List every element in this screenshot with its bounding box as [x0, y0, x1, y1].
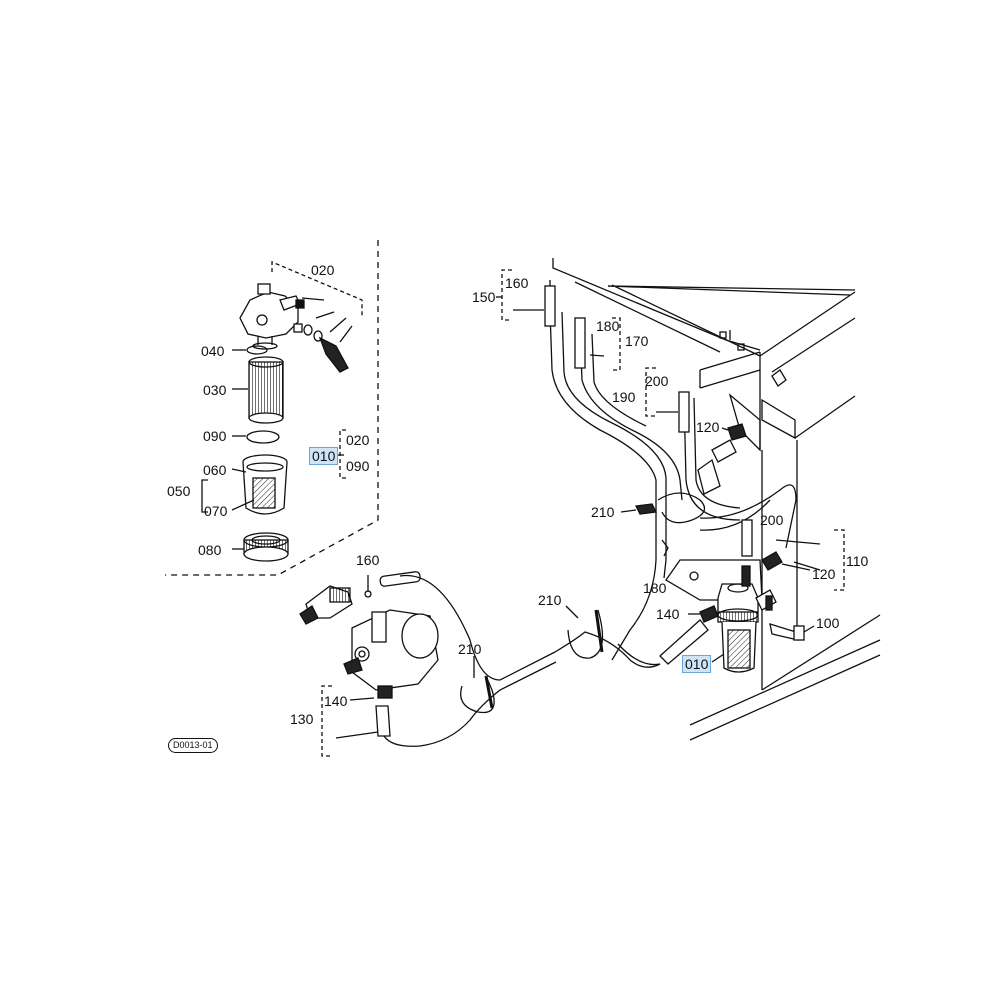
callout-100: 100 — [816, 615, 840, 631]
callout-010-inset-highlighted[interactable]: 010 — [309, 447, 339, 465]
callout-110: 110 — [846, 553, 869, 569]
callout-050: 050 — [167, 483, 191, 499]
filter-head-part — [239, 283, 305, 350]
callout-080: 080 — [198, 542, 222, 558]
callout-020-top: 020 — [311, 262, 335, 278]
callout-090-side: 090 — [346, 458, 370, 474]
callout-170: 170 — [625, 333, 649, 349]
pipe-part-170 — [574, 317, 586, 369]
callout-180-top: 180 — [596, 318, 620, 334]
callout-180-bottom: 180 — [643, 580, 667, 596]
filter-bowl-part — [242, 454, 288, 515]
callout-120-bottom: 120 — [812, 566, 836, 582]
callout-150: 150 — [472, 289, 496, 305]
callout-200-right: 200 — [760, 512, 784, 528]
callout-130: 130 — [290, 711, 314, 727]
callout-040: 040 — [201, 343, 225, 359]
callout-090: 090 — [203, 428, 227, 444]
callout-030: 030 — [203, 382, 227, 398]
callout-210-left: 210 — [458, 641, 482, 657]
pipe-part — [544, 285, 556, 327]
seal-ring-part — [246, 430, 280, 444]
fender-panel — [552, 258, 881, 741]
main-fuel-filter-part — [717, 565, 777, 673]
pipe-part-190 — [678, 391, 690, 433]
callout-140-right: 140 — [656, 606, 680, 622]
fuel-hose-lines — [549, 309, 797, 661]
callout-140-left: 140 — [324, 693, 348, 709]
callout-200-top: 200 — [645, 373, 669, 389]
callout-160-bottom: 160 — [356, 552, 380, 568]
diagram-reference-code: D0013-01 — [168, 738, 218, 753]
callout-120-top: 120 — [696, 419, 720, 435]
callout-160-top: 160 — [505, 275, 529, 291]
callout-020-side: 020 — [346, 432, 370, 448]
callout-070: 070 — [204, 503, 228, 519]
callout-210-middle: 210 — [538, 592, 562, 608]
fuel-pump-part — [299, 585, 439, 699]
callout-210-top: 210 — [591, 504, 615, 520]
filter-cartridge-part — [248, 356, 284, 424]
callout-010-main-highlighted[interactable]: 010 — [682, 655, 712, 673]
valve-parts — [293, 297, 353, 373]
o-ring-part — [246, 345, 268, 355]
ring-nut-part — [243, 532, 289, 562]
callout-060: 060 — [203, 462, 227, 478]
callout-190: 190 — [612, 389, 636, 405]
